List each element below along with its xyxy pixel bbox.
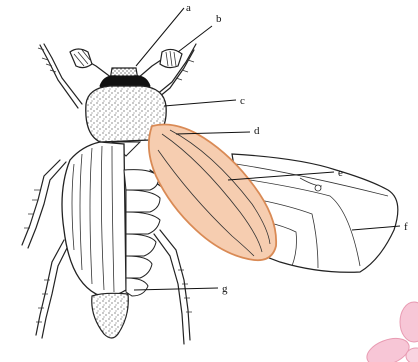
leader-c	[164, 100, 236, 106]
left-elytron	[62, 142, 126, 296]
abdomen	[124, 170, 160, 296]
left-middle-leg	[22, 160, 60, 245]
label-c: c	[240, 95, 245, 107]
label-d: d	[254, 125, 260, 137]
label-g: g	[222, 283, 228, 295]
pygidium	[92, 293, 129, 338]
label-e: e	[338, 167, 343, 179]
label-a: a	[186, 2, 191, 14]
leader-b	[178, 26, 212, 52]
left-hind-leg	[36, 240, 64, 335]
label-f: f	[404, 221, 408, 233]
flower-decoration	[363, 302, 418, 362]
right-hind-leg	[160, 230, 190, 340]
label-b: b	[216, 13, 222, 25]
